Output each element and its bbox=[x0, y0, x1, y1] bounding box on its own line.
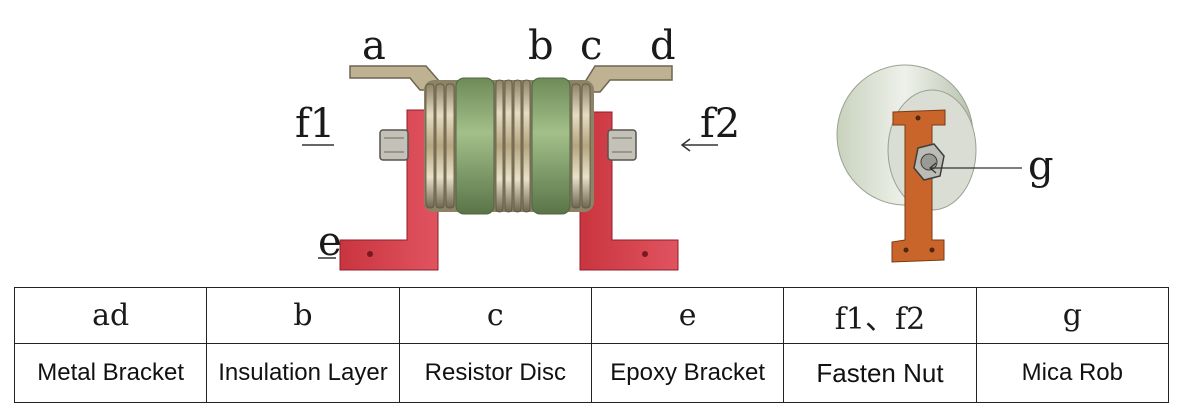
g-pointer-line bbox=[929, 162, 1022, 174]
fasten-nut-f1 bbox=[379, 129, 409, 161]
legend-code-cell: f1、f2 bbox=[783, 287, 977, 344]
legend-code-cell: g bbox=[975, 287, 1170, 344]
label-c: c bbox=[580, 23, 603, 69]
label-a: a bbox=[362, 23, 386, 69]
component-legend-table: ad b c e f1、f2 g Metal Bracket Insulatio… bbox=[13, 287, 1170, 403]
label-f2: f2 bbox=[700, 101, 741, 147]
insulation-layer-left bbox=[455, 77, 495, 215]
label-f1: f1 bbox=[295, 101, 336, 147]
legend-code-cell: e bbox=[590, 287, 785, 344]
legend-name-cell: Mica Rob bbox=[975, 343, 1170, 403]
legend-name-row: Metal Bracket Insulation Layer Resistor … bbox=[13, 343, 1170, 403]
label-b: b bbox=[528, 23, 554, 69]
legend-code-cell: b bbox=[206, 287, 400, 344]
legend-name-cell: Fasten Nut bbox=[783, 343, 977, 403]
legend-code-cell: ad bbox=[13, 287, 208, 344]
insulation-layer-b bbox=[531, 77, 571, 215]
label-g: g bbox=[1028, 143, 1054, 189]
epoxy-bracket-right bbox=[579, 111, 679, 271]
resistor-assembly-illustration bbox=[302, 65, 718, 271]
label-e: e bbox=[318, 219, 342, 265]
legend-name-cell: Metal Bracket bbox=[13, 343, 208, 403]
legend-code-cell: c bbox=[398, 287, 592, 344]
f2-arrow-icon bbox=[680, 138, 718, 152]
disc-body-side bbox=[836, 64, 977, 211]
legend-name-cell: Epoxy Bracket bbox=[590, 343, 785, 403]
mica-bracket-side bbox=[891, 109, 946, 263]
legend-code-row: ad b c e f1、f2 g bbox=[13, 287, 1170, 344]
metal-bracket-d bbox=[584, 65, 673, 93]
legend-name-cell: Insulation Layer bbox=[206, 343, 400, 403]
fasten-nut-f2 bbox=[607, 129, 637, 161]
legend-name-cell: Resistor Disc bbox=[398, 343, 592, 403]
mica-rob-nut-g bbox=[913, 143, 945, 181]
label-d: d bbox=[650, 23, 676, 69]
